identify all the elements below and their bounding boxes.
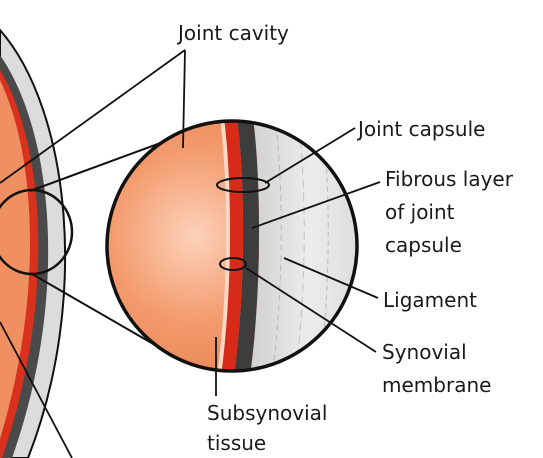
label-joint-capsule: Joint capsule bbox=[356, 117, 485, 141]
label-ligament: Ligament bbox=[383, 288, 477, 312]
label-subsynovial-tissue-line2: tissue bbox=[207, 431, 266, 455]
leader-synovial-membrane bbox=[245, 267, 377, 353]
leader-ligament bbox=[283, 257, 379, 299]
leader-bottom-left bbox=[0, 321, 73, 458]
label-synovial-membrane-line2: membrane bbox=[382, 373, 491, 397]
magnified-subsynovial-tissue bbox=[218, 121, 244, 371]
label-fibrous-layer-line2: of joint bbox=[385, 200, 455, 224]
magnifier-connector-top bbox=[29, 140, 167, 192]
magnified-circle-outline bbox=[105, 119, 359, 373]
magnified-ligament bbox=[248, 121, 357, 371]
partial-joint-left bbox=[0, 28, 67, 458]
magnifier-connector-bottom bbox=[31, 273, 163, 350]
leader-joint-capsule bbox=[264, 127, 356, 184]
leader-fibrous-layer bbox=[251, 181, 381, 229]
label-joint-cavity: Joint cavity bbox=[176, 21, 289, 45]
label-fibrous-layer-line3: capsule bbox=[385, 233, 462, 257]
synovial-marker-ring bbox=[219, 257, 247, 271]
capsule-marker-ring bbox=[216, 177, 270, 193]
label-subsynovial-tissue-line1: Subsynovial bbox=[207, 401, 327, 425]
leader-joint-cavity-1 bbox=[0, 49, 186, 184]
label-synovial-membrane-line1: Synovial bbox=[382, 340, 467, 364]
magnified-view bbox=[107, 121, 357, 371]
ligament-fibre-1 bbox=[269, 121, 282, 371]
magnified-fibrous-layer bbox=[232, 121, 260, 371]
label-fibrous-layer-line1: Fibrous layer bbox=[385, 167, 514, 191]
leader-joint-cavity-2 bbox=[182, 49, 186, 149]
